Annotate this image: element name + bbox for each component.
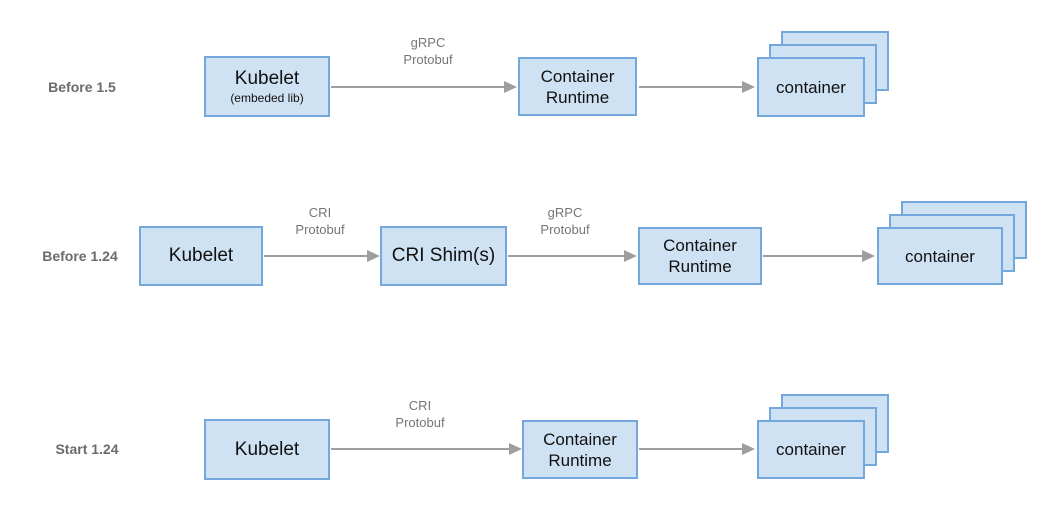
row-label-start-1-24: Start 1.24 [55,441,119,457]
arrow-runtime-to-container-row2 [763,250,875,262]
arrow-head-icon [509,443,522,455]
node-container-title: container [905,246,975,266]
node-container-stack-row3: container [757,394,889,479]
arrow-label-grpc-row1: gRPC Protobuf [368,34,488,68]
arrow-label-grpc-row2: gRPC Protobuf [505,204,625,238]
arrow-label-line2: Protobuf [295,222,345,237]
node-container-stack-row1: container [757,31,889,117]
arrow-label-line1: CRI [308,205,332,220]
node-kubelet-row1: Kubelet (embeded lib) [204,56,330,117]
node-container-title: container [776,77,846,97]
arrow-kubelet-to-runtime-row1 [331,81,517,93]
node-container-stack-row2: container [877,201,1027,285]
arrow-label-line1: gRPC [547,205,583,220]
arrow-line [639,86,744,88]
row-label-before-1-24: Before 1.24 [42,248,118,264]
arrow-head-icon [862,250,875,262]
arrow-line [331,448,511,450]
node-container-runtime-row3: Container Runtime [522,420,638,479]
node-runtime-title: Container Runtime [543,429,617,470]
node-container-runtime-row2: Container Runtime [638,227,762,285]
node-cri-shim-row2: CRI Shim(s) [380,226,507,286]
arrow-label-line2: Protobuf [403,52,453,67]
arrow-shim-to-runtime-row2 [508,250,637,262]
arrow-head-icon [367,250,380,262]
arrow-runtime-to-container-row1 [639,81,755,93]
arrow-runtime-to-container-row3 [639,443,755,455]
container-stack-front: container [757,420,865,479]
container-stack-front: container [877,227,1003,285]
arrow-head-icon [742,443,755,455]
arrow-line [264,255,369,257]
node-kubelet-title: Kubelet [234,438,300,460]
arrow-label-cri-row3: CRI Protobuf [360,397,480,431]
arrow-line [508,255,626,257]
node-kubelet-title: Kubelet [234,67,300,89]
arrow-line [331,86,506,88]
node-kubelet-row2: Kubelet [139,226,263,286]
arrow-kubelet-to-shim-row2 [264,250,380,262]
node-runtime-title: Container Runtime [663,236,737,276]
node-kubelet-subtitle: (embeded lib) [230,90,304,105]
node-kubelet-title: Kubelet [168,245,234,266]
arrow-label-line1: gRPC [410,35,446,50]
arrow-head-icon [742,81,755,93]
arrow-line [763,255,864,257]
node-runtime-title: Container Runtime [540,66,615,107]
arrow-line [639,448,744,450]
row-label-before-1-5: Before 1.5 [48,79,116,95]
node-shim-title: CRI Shim(s) [391,245,496,266]
node-container-runtime-row1: Container Runtime [518,57,637,116]
arrow-label-cri-row2: CRI Protobuf [260,204,380,238]
arrow-label-line2: Protobuf [395,415,445,430]
node-kubelet-row3: Kubelet [204,419,330,480]
arrow-head-icon [624,250,637,262]
arrow-head-icon [504,81,517,93]
arrow-label-line2: Protobuf [540,222,590,237]
container-stack-front: container [757,57,865,117]
arrow-kubelet-to-runtime-row3 [331,443,522,455]
node-container-title: container [776,440,846,459]
arrow-label-line1: CRI [408,398,432,413]
